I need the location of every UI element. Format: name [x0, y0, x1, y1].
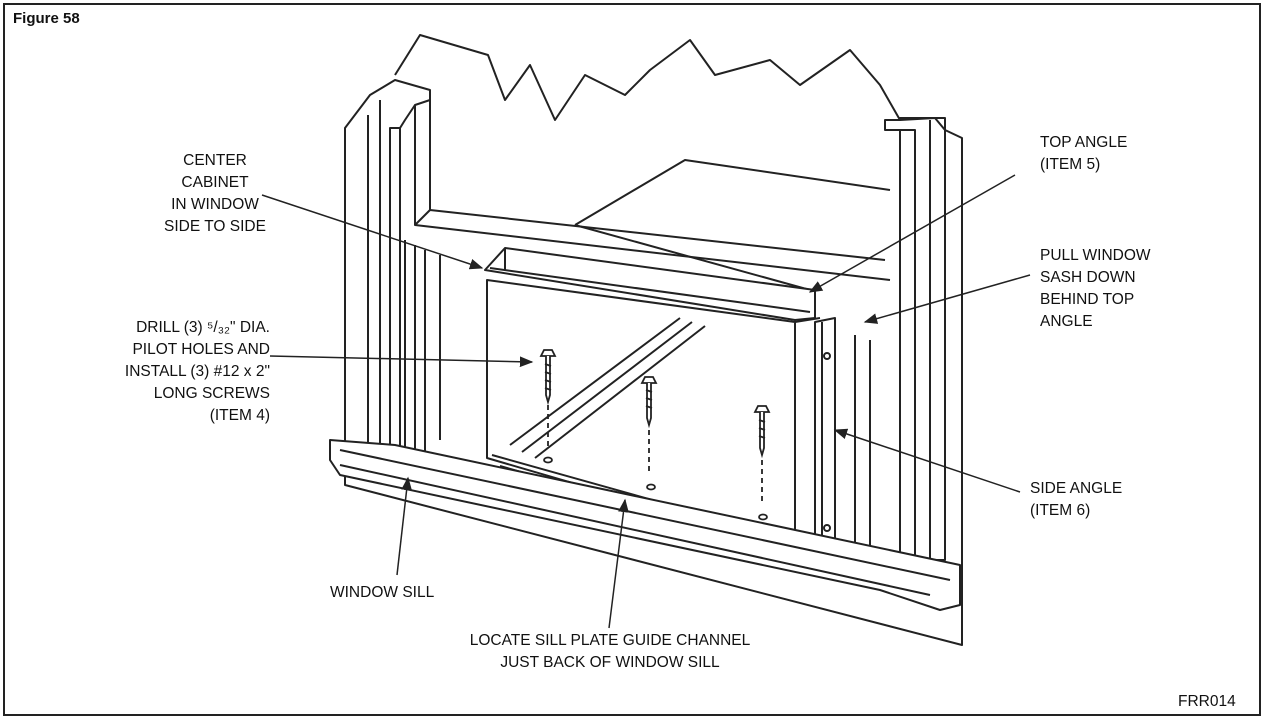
callout-top-angle: TOP ANGLE (ITEM 5)	[1040, 134, 1128, 173]
break-line	[394, 34, 901, 121]
leader-top-angle	[808, 174, 1016, 293]
leader-side-angle	[833, 428, 1021, 493]
leader-sill-plate	[608, 498, 629, 629]
leader-drill	[269, 355, 534, 368]
callout-window-sill: WINDOW SILL	[330, 584, 435, 601]
screw-2	[640, 376, 658, 491]
callout-center-cabinet: CENTER CABINET IN WINDOW SIDE TO SIDE	[164, 152, 266, 235]
leader-pull-window	[863, 274, 1031, 324]
leader-window-sill	[396, 476, 412, 576]
diagonal-brace	[509, 317, 706, 459]
screw-3	[753, 405, 771, 521]
callout-side-angle: SIDE ANGLE (ITEM 6)	[1030, 480, 1123, 519]
figure-code: FRR014	[1178, 693, 1236, 710]
callout-sill-plate-guide-channel: LOCATE SILL PLATE GUIDE CHANNEL JUST BAC…	[469, 632, 751, 671]
callout-drill-pilot-holes: DRILL (3) ⁵/₃₂" DIA. PILOT HOLES AND INS…	[124, 319, 270, 424]
leader-center-cabinet	[261, 194, 484, 270]
upper-sash	[414, 100, 891, 281]
screw-1	[539, 349, 557, 464]
callout-pull-window-sash: PULL WINDOW SASH DOWN BEHIND TOP ANGLE	[1040, 247, 1151, 330]
figure-title: Figure 58	[13, 10, 80, 27]
